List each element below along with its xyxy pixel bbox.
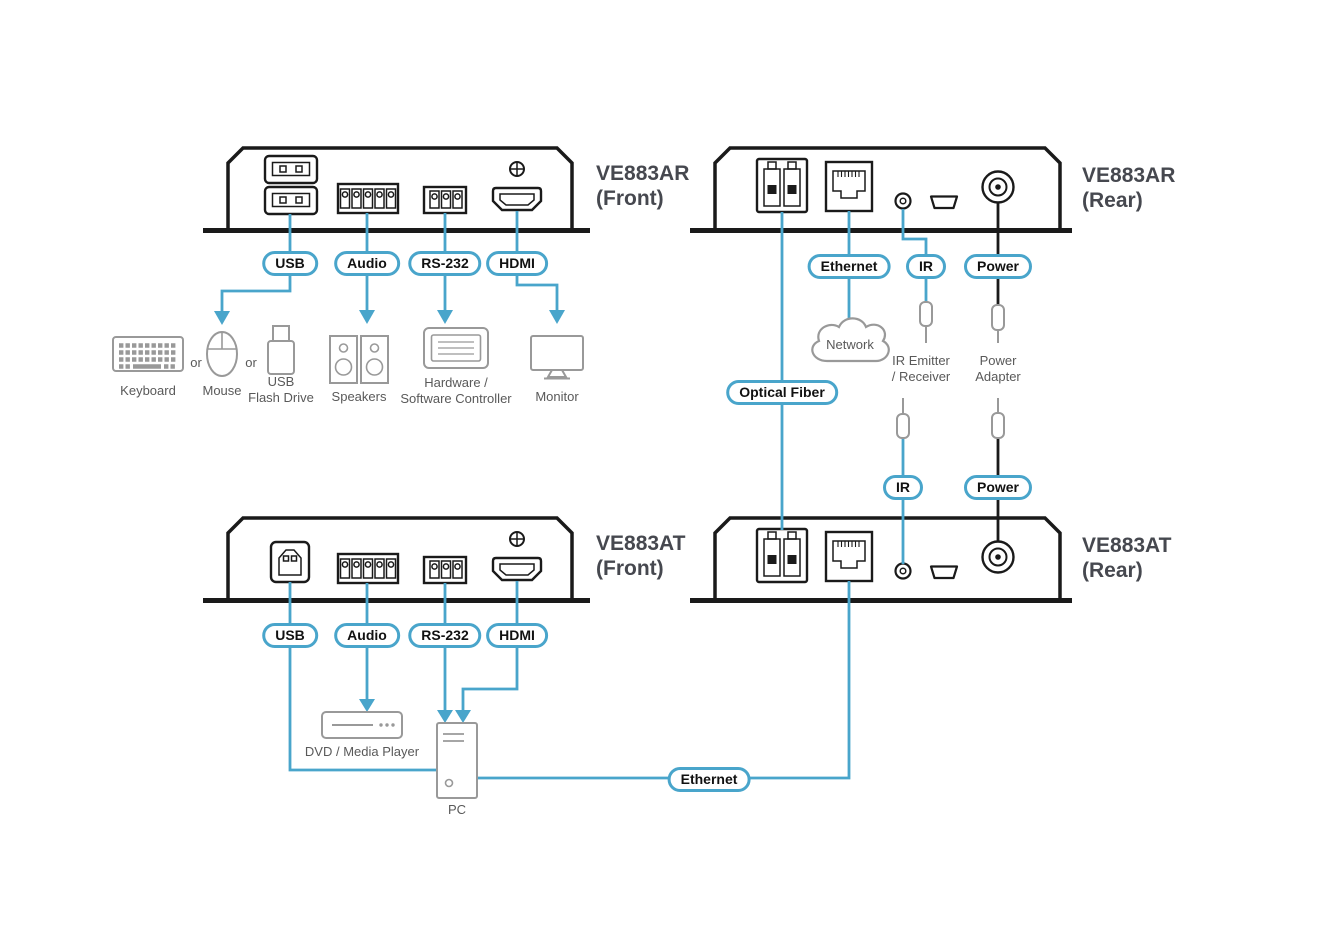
device-title-ar-rear: VE883AR (Rear) <box>1082 163 1175 213</box>
device-view: (Front) <box>596 557 664 580</box>
pill-usb-ar-front: USB <box>262 251 318 276</box>
caption-or-1: or <box>190 355 202 370</box>
audio-terminal-block-icon <box>336 182 400 215</box>
power-adapter-cable-icon <box>991 304 1005 439</box>
micro-usb-port-icon <box>929 565 959 580</box>
controller-icon <box>423 327 489 369</box>
ve883at-front-panel <box>203 516 590 603</box>
device-title-at-front: VE883AT (Front) <box>596 531 686 581</box>
power-jack-icon <box>981 170 1015 204</box>
power-jack-icon <box>981 540 1015 574</box>
ir-port-icon <box>894 562 912 580</box>
dvd-player-icon <box>321 711 403 739</box>
caption-speakers: Speakers <box>331 389 387 404</box>
ir-port-icon <box>894 192 912 210</box>
usb-flash-drive-icon <box>267 325 295 375</box>
ve883at-rear-panel <box>690 516 1072 603</box>
mouse-icon <box>206 331 238 377</box>
device-view: (Front) <box>596 187 664 210</box>
audio-terminal-block-icon <box>336 552 400 585</box>
caption-controller: Hardware / Software Controller <box>400 375 512 406</box>
keyboard-icon <box>112 336 184 372</box>
device-view: (Rear) <box>1082 559 1143 582</box>
caption-usb-flash-drive: USB Flash Drive <box>248 374 314 405</box>
signal-lines <box>220 209 928 780</box>
device-model: VE883AT <box>596 532 686 555</box>
pill-ethernet-pc: Ethernet <box>667 767 751 792</box>
grounding-screw-icon <box>509 531 525 547</box>
ve883ar-rear-panel <box>690 146 1072 233</box>
network-cloud-icon <box>811 317 890 363</box>
ethernet-port-icon <box>824 160 874 213</box>
pill-rs232-ar-front: RS-232 <box>408 251 482 276</box>
device-title-ar-front: VE883AR (Front) <box>596 161 689 211</box>
micro-usb-port-icon <box>929 195 959 210</box>
rs232-terminal-block-icon <box>422 555 468 585</box>
pill-rs232-at-front: RS-232 <box>408 623 482 648</box>
pill-optical-fiber: Optical Fiber <box>726 380 838 405</box>
pill-hdmi-ar-front: HDMI <box>486 251 548 276</box>
flow-arrows <box>214 310 565 723</box>
usb-type-a-ports-icon <box>263 154 319 216</box>
pill-ir-at-rear: IR <box>883 475 923 500</box>
caption-ir-emitter-receiver: IR Emitter / Receiver <box>891 353 951 384</box>
caption-power-adapter: Power Adapter <box>975 353 1021 384</box>
ir-emitter-cable-icon <box>896 301 933 439</box>
pill-hdmi-at-front: HDMI <box>486 623 548 648</box>
optical-fiber-port-icon <box>755 527 809 584</box>
optical-fiber-port-icon <box>755 157 809 214</box>
pill-ethernet-ar-rear: Ethernet <box>807 254 891 279</box>
caption-or-2: or <box>245 355 257 370</box>
device-model: VE883AT <box>1082 534 1172 557</box>
device-model: VE883AR <box>596 162 690 185</box>
usb-type-b-port-icon <box>269 540 311 584</box>
hdmi-port-icon <box>491 556 543 582</box>
caption-pc: PC <box>447 802 467 817</box>
device-view: (Rear) <box>1082 189 1143 212</box>
caption-dvd-media-player: DVD / Media Player <box>304 744 420 759</box>
caption-mouse: Mouse <box>202 383 242 398</box>
pill-power-at-rear: Power <box>963 475 1033 500</box>
device-model: VE883AR <box>1082 164 1176 187</box>
ve883ar-front-panel <box>203 146 590 233</box>
pill-power-ar-rear: Power <box>963 254 1033 279</box>
pc-icon <box>436 722 478 799</box>
pill-audio-at-front: Audio <box>334 623 400 648</box>
speakers-icon <box>329 335 389 384</box>
ethernet-port-icon <box>824 530 874 583</box>
pill-usb-at-front: USB <box>262 623 318 648</box>
caption-network: Network <box>826 337 874 352</box>
pill-audio-ar-front: Audio <box>334 251 400 276</box>
device-title-at-rear: VE883AT (Rear) <box>1082 533 1172 583</box>
pill-ir-ar-rear: IR <box>906 254 946 279</box>
caption-monitor: Monitor <box>535 389 579 404</box>
monitor-icon <box>530 335 584 380</box>
caption-keyboard: Keyboard <box>120 383 176 398</box>
rs232-terminal-block-icon <box>422 185 468 215</box>
grounding-screw-icon <box>509 161 525 177</box>
hdmi-port-icon <box>491 186 543 212</box>
